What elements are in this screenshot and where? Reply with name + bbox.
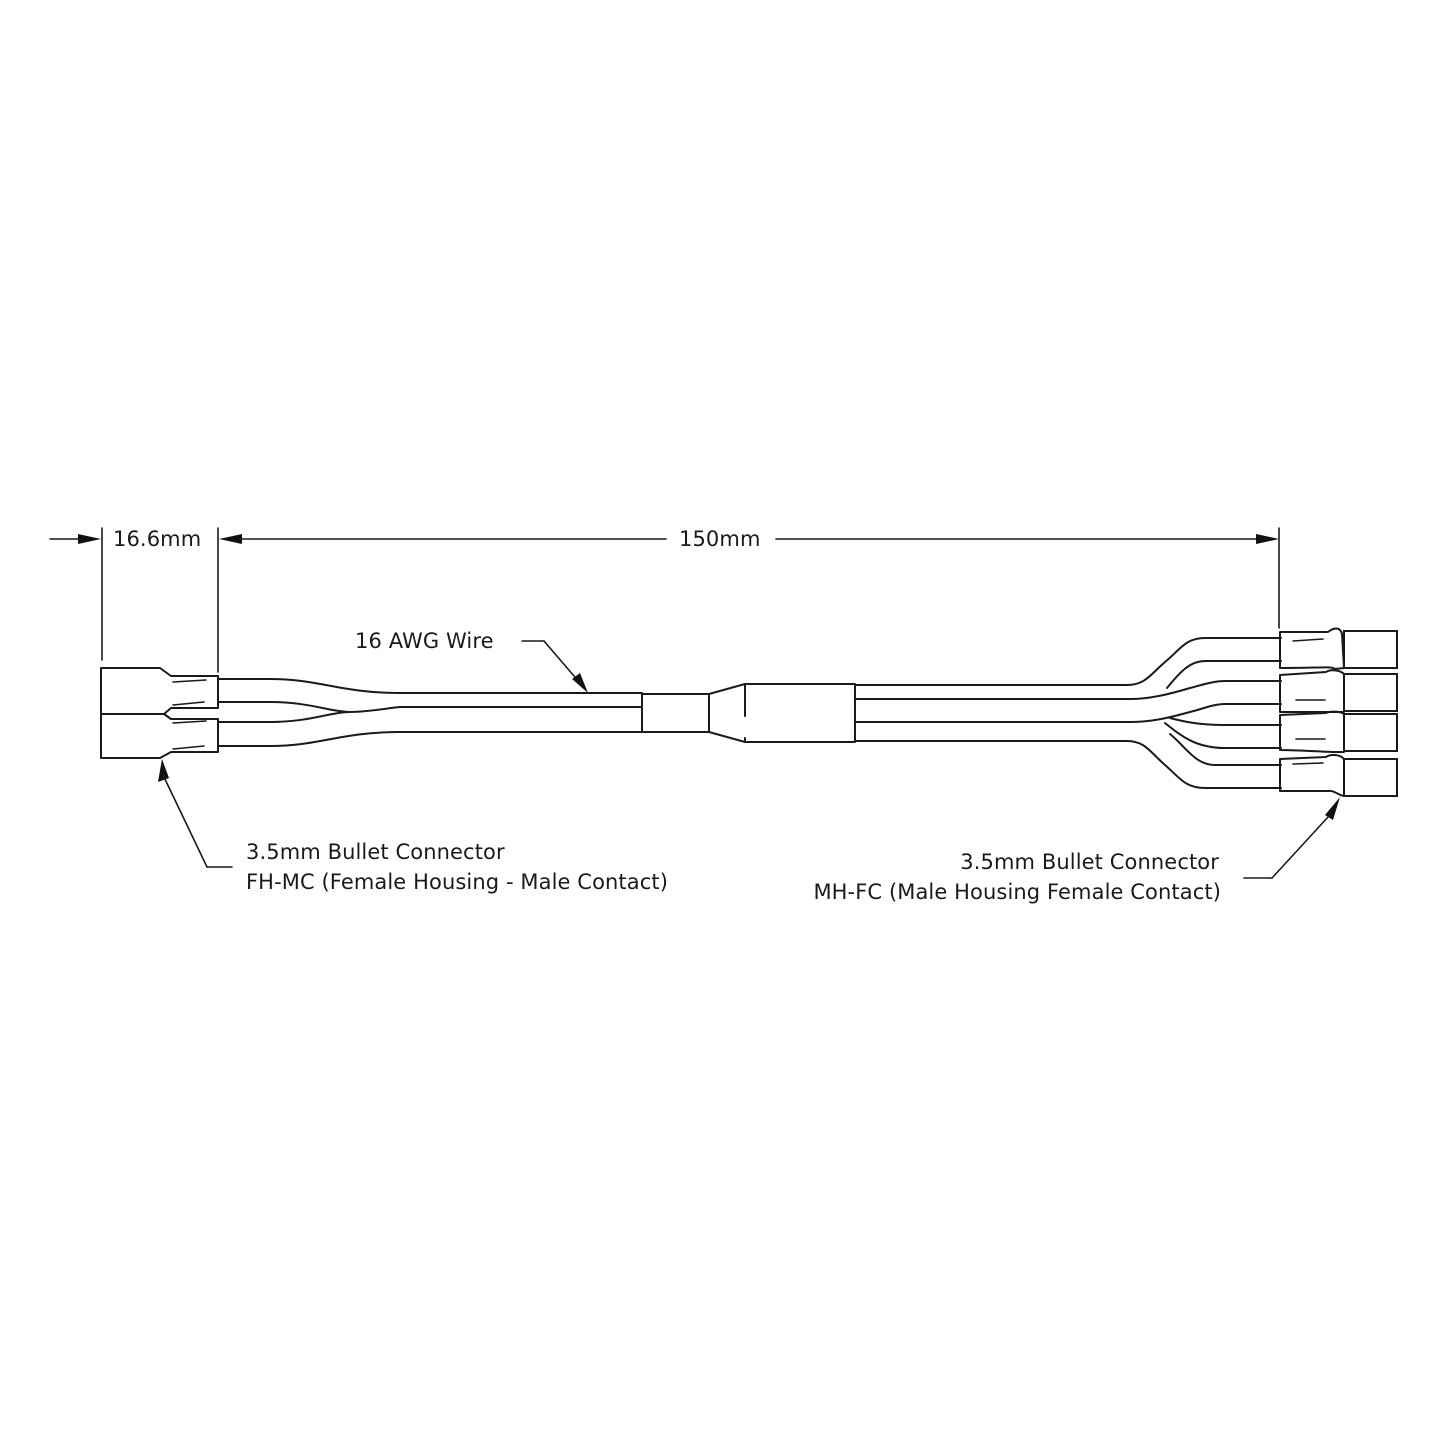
arrow-up-icon [158, 759, 169, 782]
arrow-right-icon [1256, 534, 1279, 544]
leader-left-connector [158, 759, 233, 868]
wire-callout-label: 16 AWG Wire [355, 629, 494, 653]
right-connector-line1: 3.5mm Bullet Connector [960, 850, 1219, 874]
arrow-left-icon [219, 534, 242, 544]
left-connector-top [100, 667, 219, 715]
dimension-label-16-6mm: 16.6mm [113, 527, 202, 551]
dimension-16-6mm [49, 527, 219, 673]
arrow-right-icon [78, 534, 101, 544]
left-wires [217, 678, 643, 747]
right-connector-line2: MH-FC (Male Housing Female Contact) [813, 880, 1221, 904]
right-connector-4 [1279, 753, 1398, 797]
right-connector-1 [1279, 627, 1398, 670]
leader-wire [521, 640, 588, 693]
left-connector-line2: FH-MC (Female Housing - Male Contact) [246, 870, 669, 894]
arrow-up-icon [1325, 797, 1340, 820]
right-connector-2 [1279, 669, 1398, 713]
dimension-150mm [219, 527, 1280, 629]
arrow-down-icon [572, 673, 588, 693]
left-connector-bottom [100, 713, 219, 759]
right-connector-3 [1279, 710, 1398, 753]
splice-sleeve [641, 683, 856, 743]
sleeve-small [641, 693, 710, 733]
dimension-label-150mm: 150mm [679, 527, 761, 551]
right-wires [854, 637, 1282, 789]
left-connector-line1: 3.5mm Bullet Connector [246, 840, 505, 864]
leader-right-connector [1243, 797, 1340, 879]
